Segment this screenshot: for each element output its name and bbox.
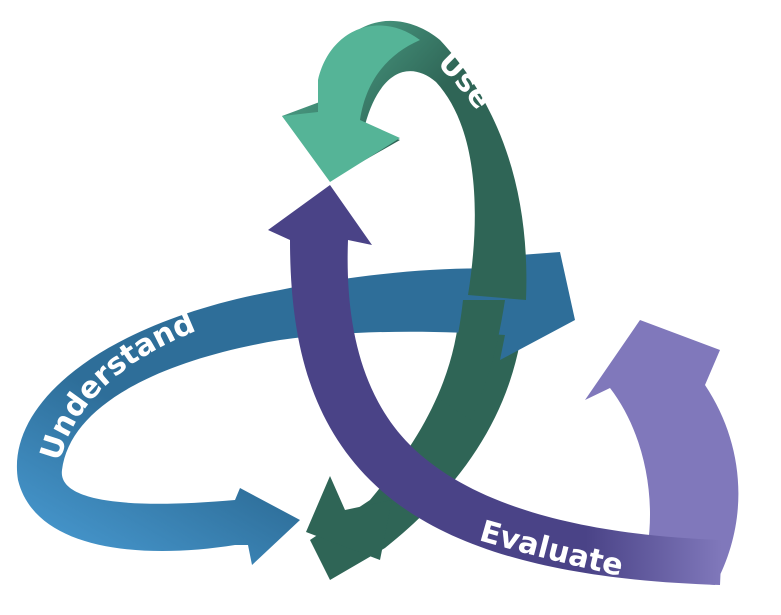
use-arrow-upper [282,20,527,300]
evaluate-arrow-main [268,185,722,585]
evaluate-arrow-right-loop [585,320,739,585]
use-arrow-weave [438,300,505,420]
understand-arrow [16,252,576,565]
